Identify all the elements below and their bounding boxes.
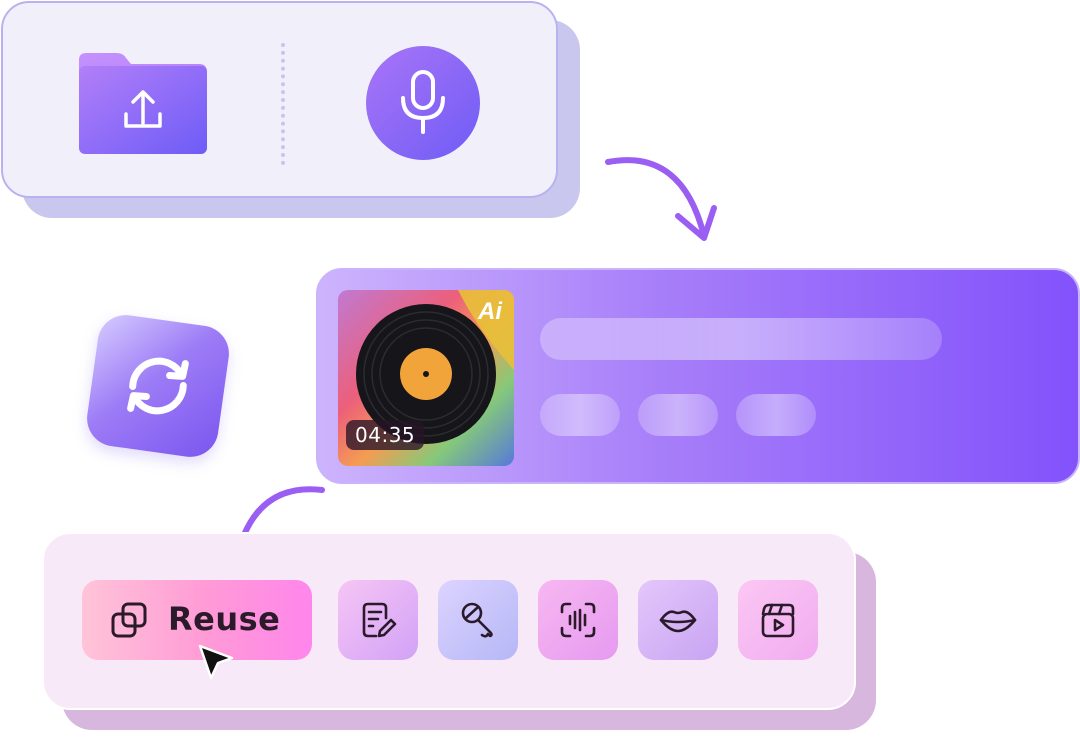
microphone-button[interactable] bbox=[366, 46, 480, 160]
tag-placeholder bbox=[638, 394, 718, 436]
duration-label: 04:35 bbox=[346, 420, 425, 450]
voice-record-button[interactable] bbox=[438, 580, 518, 660]
convert-badge bbox=[83, 311, 233, 461]
copy-icon bbox=[111, 602, 147, 638]
folder-upload-icon[interactable] bbox=[77, 50, 209, 156]
input-divider bbox=[281, 43, 285, 165]
vinyl-record-icon bbox=[356, 304, 496, 444]
video-clapper-icon bbox=[761, 603, 795, 638]
lip-sync-button[interactable] bbox=[638, 580, 718, 660]
audio-waveform-icon bbox=[560, 602, 596, 638]
toolbar-card: Reuse bbox=[42, 532, 856, 710]
input-source-card bbox=[1, 1, 558, 198]
album-thumbnail[interactable]: Ai 04:35 bbox=[338, 290, 514, 466]
media-result-card[interactable]: Ai 04:35 bbox=[316, 268, 1080, 484]
tag-placeholder bbox=[736, 394, 816, 436]
microphone-voice-icon bbox=[461, 602, 493, 638]
title-placeholder bbox=[540, 318, 942, 360]
video-clapper-button[interactable] bbox=[738, 580, 818, 660]
edit-document-icon bbox=[362, 602, 397, 638]
reuse-button[interactable]: Reuse bbox=[82, 580, 312, 660]
edit-document-button[interactable] bbox=[338, 580, 418, 660]
ai-badge: Ai bbox=[478, 298, 502, 325]
microphone-icon bbox=[401, 70, 445, 134]
flow-arrow-down-right bbox=[605, 157, 717, 241]
lips-icon bbox=[659, 610, 697, 633]
audio-waveform-button[interactable] bbox=[538, 580, 618, 660]
refresh-icon bbox=[127, 357, 189, 415]
reuse-label: Reuse bbox=[168, 600, 281, 638]
tag-placeholder bbox=[540, 394, 620, 436]
